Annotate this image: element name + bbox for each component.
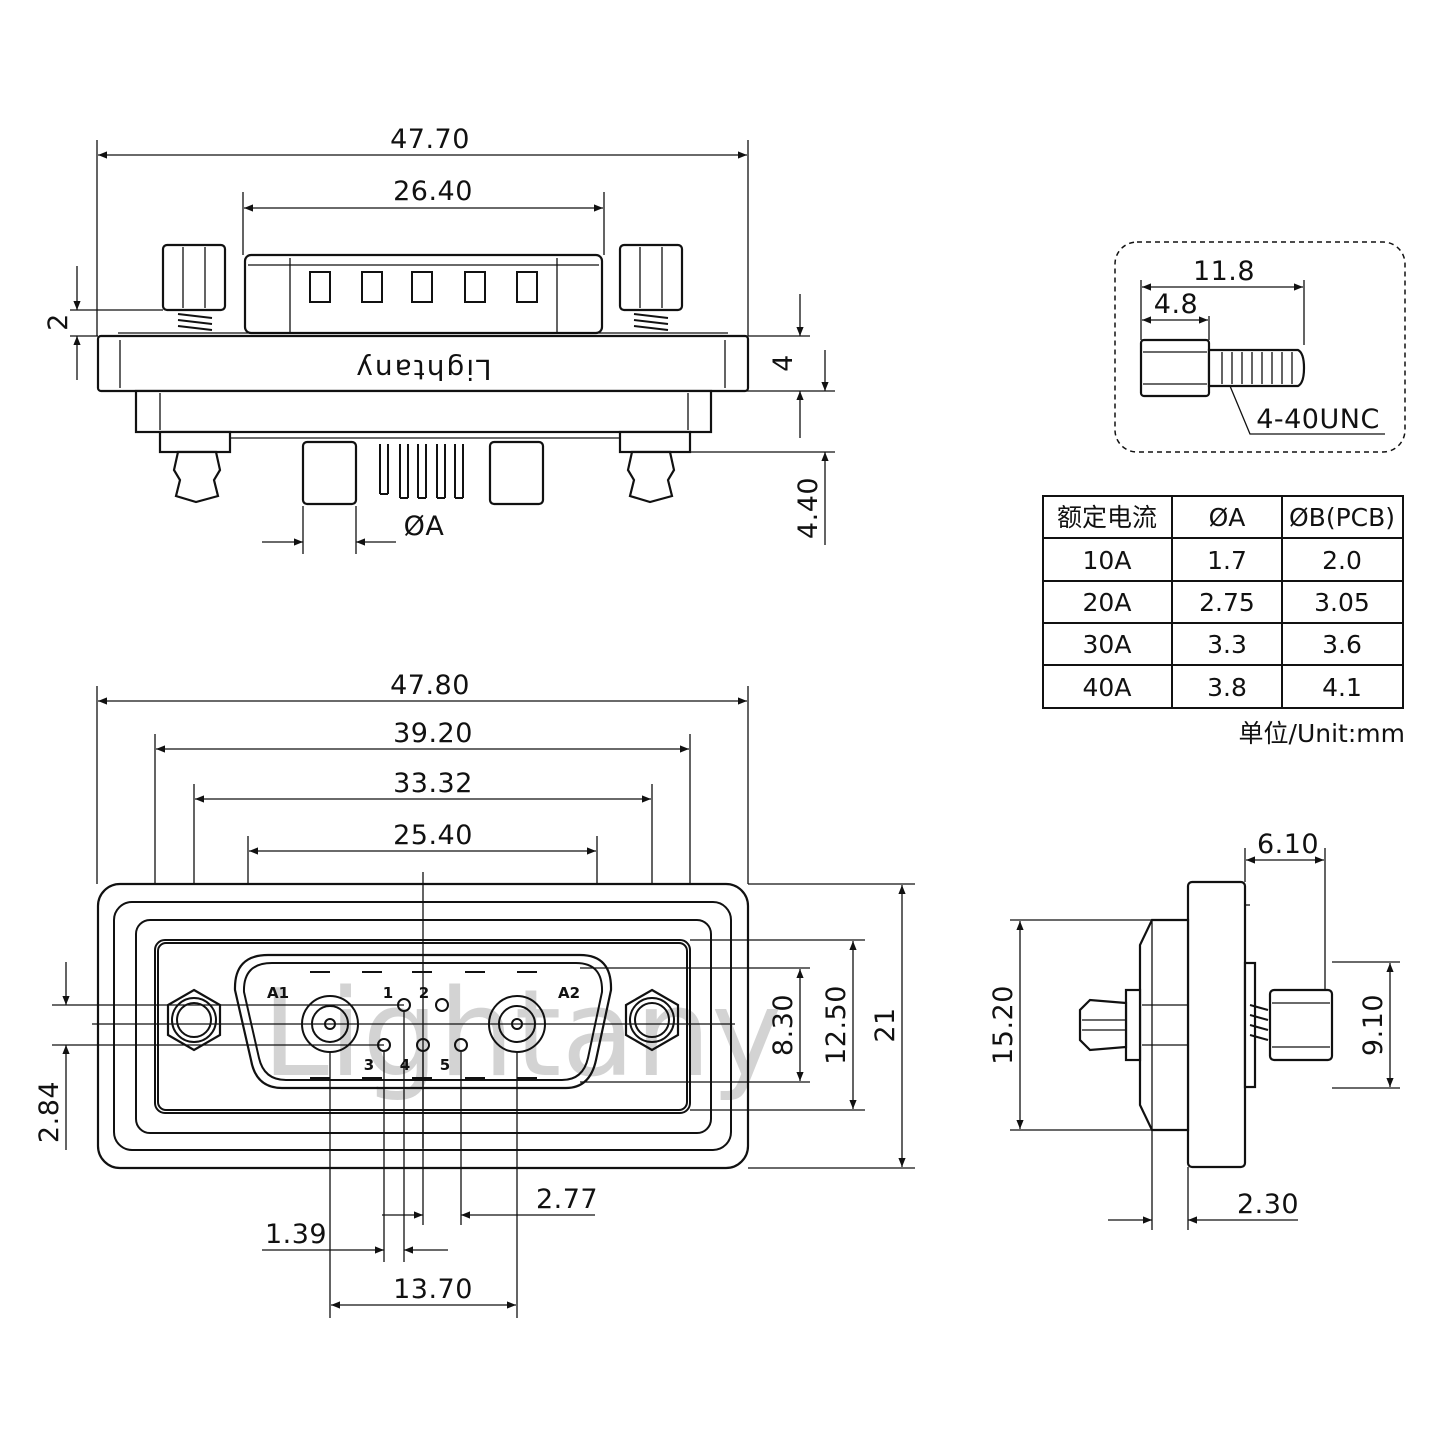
table-header-current: 额定电流 (1057, 503, 1157, 532)
screw-detail: 11.8 4.8 4-40UNC (1114, 241, 1406, 453)
screw-hex (1139, 338, 1211, 398)
front-overall-width-label: 47.80 (390, 670, 470, 701)
pin-diameter-label: ØA (404, 511, 445, 542)
signal-offset-label: 1.39 (265, 1219, 327, 1250)
detail-frame (1114, 241, 1406, 453)
svg-text:2.0: 2.0 (1322, 546, 1362, 575)
svg-text:10A: 10A (1083, 546, 1132, 575)
svg-text:2.75: 2.75 (1199, 588, 1255, 617)
svg-text:30A: 30A (1083, 630, 1132, 659)
jackscrew-right (618, 243, 684, 331)
svg-text:20A: 20A (1083, 588, 1132, 617)
pin-label-3: 3 (364, 1056, 374, 1074)
panel-offset-label: 2.30 (1237, 1189, 1299, 1220)
svg-text:4.1: 4.1 (1322, 673, 1362, 702)
brand-logo-text: Lightany (354, 353, 491, 386)
pin-label-a2: A2 (558, 984, 580, 1002)
flange-depth-label: 6.10 (1257, 829, 1319, 860)
watermark: Lightany (262, 965, 782, 1104)
pin-label-5: 5 (440, 1056, 450, 1074)
side-jackscrew (1268, 988, 1334, 1062)
pin-label-4: 4 (400, 1056, 410, 1074)
current-rating-table: 额定电流 ØA ØB(PCB) 10A 1.7 2.0 20A 2.75 3.0… (1042, 495, 1405, 748)
svg-text:1.7: 1.7 (1207, 546, 1247, 575)
side-flange (1186, 880, 1247, 1169)
contact-row-width-label: 25.40 (393, 820, 473, 851)
power-pitch-label: 13.70 (393, 1274, 473, 1305)
jackscrew-left (161, 243, 227, 331)
top-view: 47.70 26.40 (43, 124, 835, 554)
table-row: 40A 3.8 4.1 (1083, 673, 1362, 702)
table-row: 30A 3.3 3.6 (1083, 630, 1362, 659)
svg-text:3.05: 3.05 (1314, 588, 1370, 617)
inner-width-label: 33.32 (393, 768, 473, 799)
svg-text:3.3: 3.3 (1207, 630, 1247, 659)
flange-thickness-label: 2 (43, 313, 74, 331)
screw-height-label: 9.10 (1358, 994, 1389, 1056)
top-shell-width-label: 26.40 (393, 176, 473, 207)
thread-spec-label: 4-40UNC (1256, 404, 1380, 435)
pin-length-label: 4.40 (793, 477, 824, 539)
pin-label-2: 2 (419, 984, 429, 1002)
unit-note: 单位/Unit:mm (1239, 719, 1405, 748)
table-header-diameter-b: ØB(PCB) (1289, 503, 1395, 532)
dsub-shell (243, 253, 604, 335)
mount-hole-spacing-label: 39.20 (393, 718, 473, 749)
svg-text:40A: 40A (1083, 673, 1132, 702)
body-height-label: 4 (768, 354, 799, 372)
signal-pitch-label: 2.77 (536, 1184, 598, 1215)
svg-text:3.6: 3.6 (1322, 630, 1362, 659)
top-overall-width-label: 47.70 (390, 124, 470, 155)
power-pin-right (488, 440, 545, 506)
boardlock-left (172, 450, 222, 504)
overall-height-label: 21 (870, 1007, 901, 1042)
row-offset-label: 2.84 (34, 1081, 65, 1143)
table-row: 10A 1.7 2.0 (1083, 546, 1362, 575)
side-boardlock (1078, 998, 1128, 1052)
contact-windows (309, 271, 538, 303)
hex-length-label: 4.8 (1154, 289, 1198, 320)
signal-pins (379, 444, 464, 499)
boardlock-right (626, 450, 676, 504)
screw-thread (1207, 348, 1306, 388)
power-pin-left (301, 440, 358, 506)
table-row: 20A 2.75 3.05 (1083, 588, 1370, 617)
shell-height-label: 8.30 (768, 994, 799, 1056)
side-height-label: 15.20 (988, 985, 1019, 1065)
inner-height-label: 12.50 (821, 985, 852, 1065)
mount-nut-right (624, 988, 680, 1052)
screw-length-label: 11.8 (1193, 256, 1255, 287)
svg-text:3.8: 3.8 (1207, 673, 1247, 702)
side-view: 6.10 15.20 9.10 2.30 (988, 829, 1400, 1230)
table-header-diameter-a: ØA (1209, 503, 1246, 532)
pin-label-a1: A1 (267, 984, 289, 1002)
front-view: 47.80 39.20 33.32 25.40 (34, 670, 915, 1318)
pin-label-1: 1 (383, 984, 393, 1002)
